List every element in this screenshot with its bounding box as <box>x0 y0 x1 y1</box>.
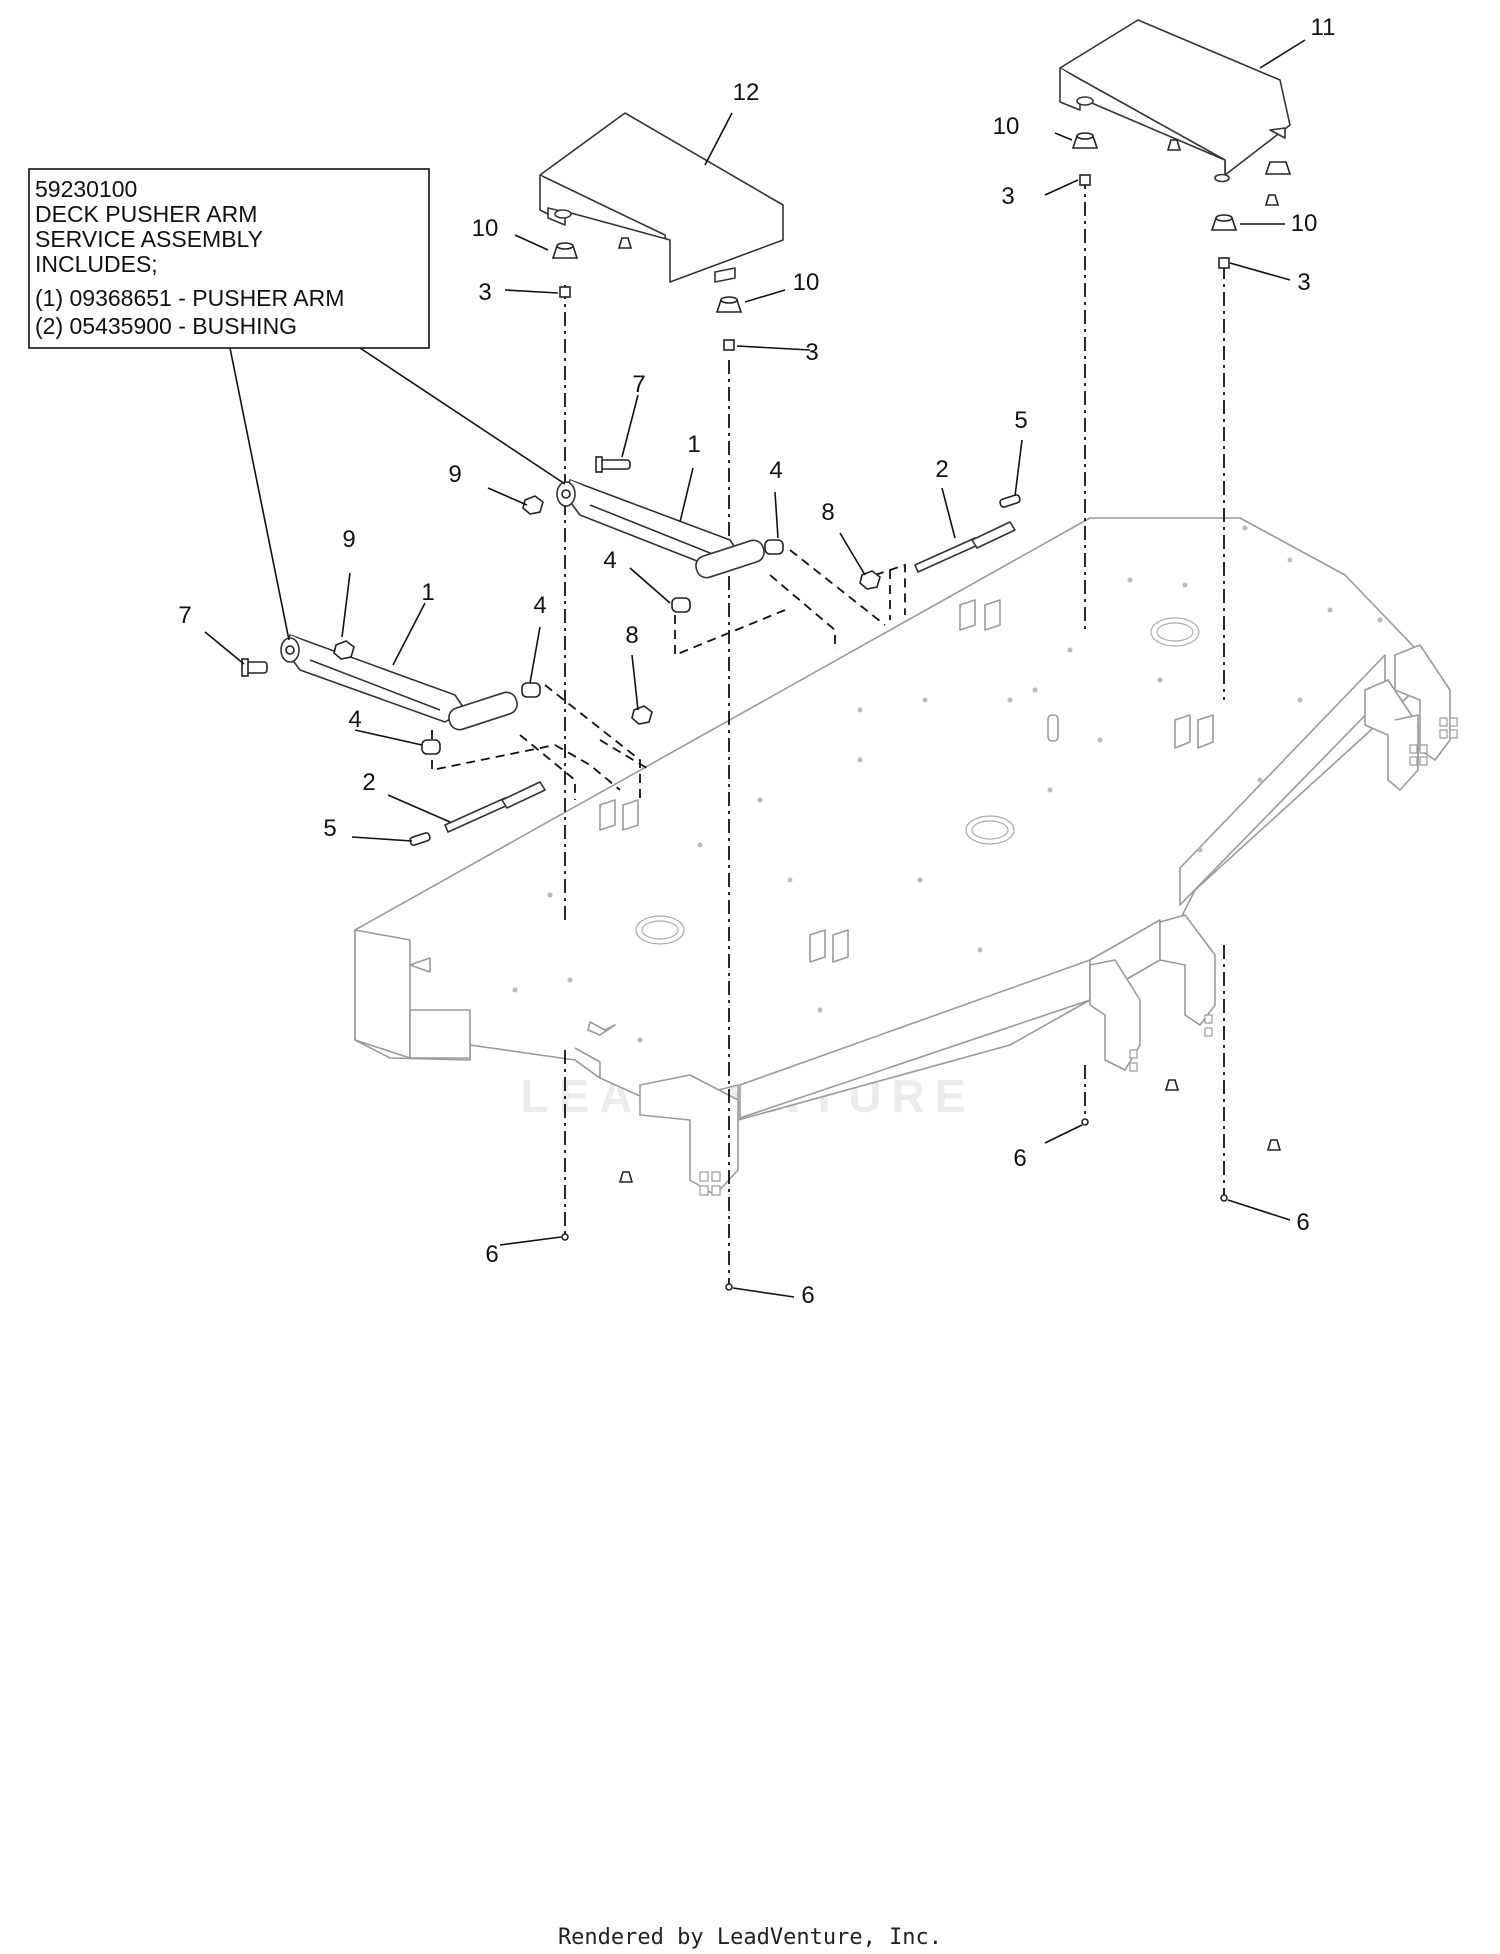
grommets <box>551 132 1292 1291</box>
callout-label: 10 <box>793 269 820 296</box>
phantom-lines <box>431 549 906 800</box>
callout-label: 9 <box>448 461 461 488</box>
pins <box>241 456 631 677</box>
cylinders <box>409 494 1021 846</box>
pusher-arm-upper <box>556 479 765 579</box>
callout-label: 2 <box>935 456 948 483</box>
callout-label: 5 <box>323 815 336 842</box>
deck-cover-12 <box>539 112 784 283</box>
callout-label: 6 <box>1013 1145 1026 1172</box>
callout-label: 8 <box>821 499 834 526</box>
callout-label: 3 <box>805 339 818 366</box>
callout-label: 12 <box>733 79 760 106</box>
footer-credit: Rendered by LeadVenture, Inc. <box>558 1925 942 1950</box>
callout-label: 6 <box>1296 1209 1309 1236</box>
callout-label: 9 <box>342 526 355 553</box>
assembly-note-box: 59230100 DECK PUSHER ARM SERVICE ASSEMBL… <box>28 168 430 349</box>
callout-labels: 12 11 10 3 10 3 10 3 10 3 7 1 9 4 4 5 2 … <box>178 14 1335 1309</box>
note-line: INCLUDES; <box>35 251 158 277</box>
callout-label: 11 <box>1311 14 1336 41</box>
callout-label: 6 <box>801 1282 814 1309</box>
note-line: 59230100 <box>35 176 137 202</box>
callout-label: 3 <box>478 279 491 306</box>
callout-label: 4 <box>533 592 546 619</box>
callout-label: 3 <box>1297 269 1310 296</box>
callout-label: 7 <box>632 371 645 398</box>
nuts <box>333 495 881 725</box>
mower-deck <box>354 517 1458 1196</box>
callout-label: 1 <box>687 431 700 458</box>
note-line: DECK PUSHER ARM <box>35 201 257 227</box>
deck-cover-11 <box>1059 19 1291 183</box>
bushings <box>421 539 784 755</box>
callout-label: 4 <box>603 547 616 574</box>
callout-label: 1 <box>421 579 434 606</box>
callout-label: 6 <box>485 1241 498 1268</box>
note-line: (1) 09368651 - PUSHER ARM <box>35 285 344 311</box>
callout-label: 4 <box>769 457 782 484</box>
callout-label: 2 <box>362 769 375 796</box>
centerlines <box>564 175 1225 1285</box>
callout-label: 10 <box>1291 210 1318 237</box>
callout-label: 5 <box>1014 407 1027 434</box>
callout-label: 4 <box>348 706 361 733</box>
callout-label: 7 <box>178 602 191 629</box>
callout-label: 10 <box>993 113 1020 140</box>
callout-label: 10 <box>472 215 499 242</box>
callout-label: 8 <box>625 622 638 649</box>
callout-label: 3 <box>1001 183 1014 210</box>
note-line: SERVICE ASSEMBLY <box>35 226 263 252</box>
note-line: (2) 05435900 - BUSHING <box>35 313 297 339</box>
leader-lines <box>204 39 1306 1298</box>
